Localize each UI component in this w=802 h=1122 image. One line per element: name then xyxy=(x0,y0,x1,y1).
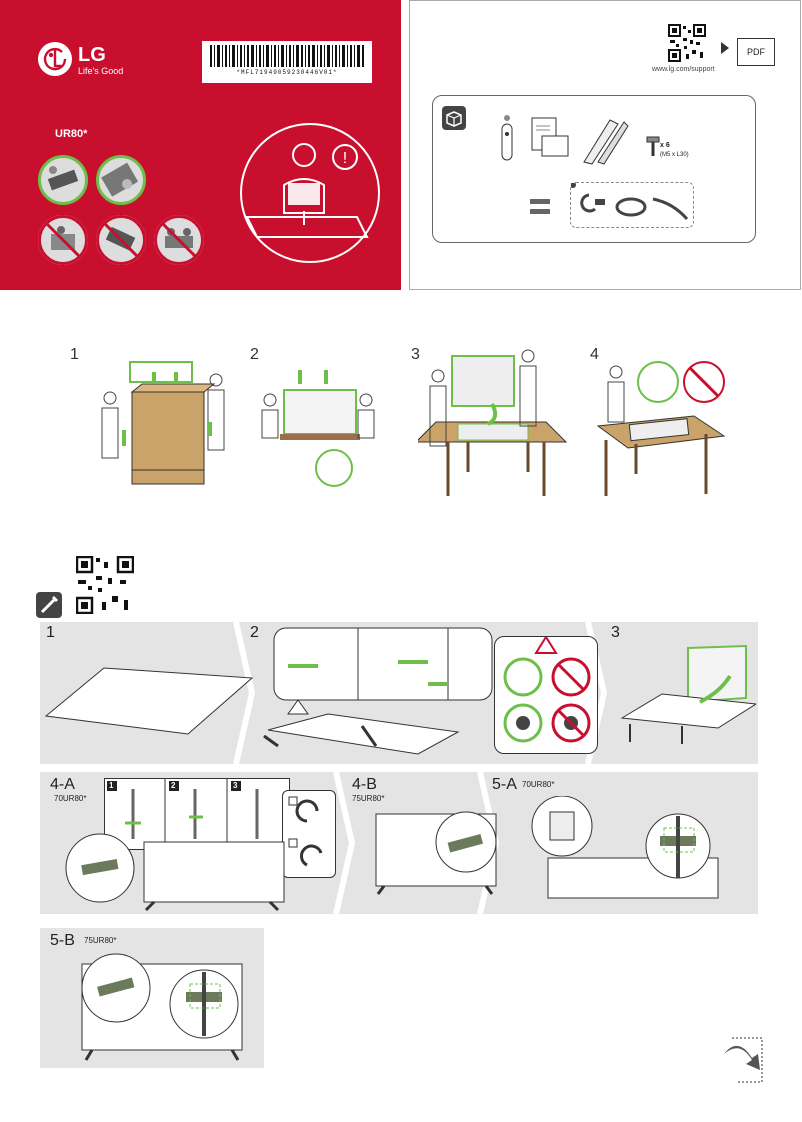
unpack-step-4-illustration xyxy=(596,360,726,505)
box-contents-icon xyxy=(442,106,466,130)
optional-accessories-box xyxy=(570,182,694,228)
assembly-step-1-label: 1 xyxy=(46,624,55,641)
assembly-step-2-stand-attach xyxy=(258,626,498,761)
assembly-step-4a-illustration xyxy=(64,832,294,917)
barcode: *MFL71949059230446V01* xyxy=(202,41,372,83)
assembly-step-3-label: 3 xyxy=(611,624,620,641)
barcode-bars xyxy=(210,45,364,67)
assembly-step-5a-illustration xyxy=(528,795,728,913)
cable-holder-icon xyxy=(528,196,552,223)
remote-control-icon xyxy=(498,114,516,171)
lg-logo-icon xyxy=(38,42,72,76)
assembly-step-5a-label: 5-A xyxy=(492,776,517,793)
contents-panel xyxy=(409,0,801,290)
assembly-step-4a-model: 70UR80* xyxy=(54,794,87,803)
assembly-step-4a-label: 4-A xyxy=(50,776,75,793)
assembly-step-5b-illustration xyxy=(62,952,252,1069)
model-name: UR80* xyxy=(55,128,88,140)
assembly-step-4b-illustration xyxy=(374,808,504,903)
screw-spec: (M5 x L30) xyxy=(660,152,689,158)
assembly-step-4b-label: 4-B xyxy=(352,776,377,793)
stand-legs-icon xyxy=(580,116,630,171)
unpack-caution-illustration: ! xyxy=(240,123,380,263)
detail-marker-2: 2 xyxy=(171,781,176,790)
assembly-step-2-caution-box xyxy=(494,635,598,754)
detail-marker-3: 3 xyxy=(233,781,238,790)
page-turn-icon xyxy=(720,1034,764,1089)
unpack-step-2-number: 2 xyxy=(250,346,259,363)
handle-wrong-icon-1 xyxy=(38,215,88,265)
assembly-step-1-tv-facedown xyxy=(44,666,254,743)
detail-marker-1: 1 xyxy=(109,781,114,790)
unpack-step-3-number: 3 xyxy=(411,346,420,363)
cleaning-tools-icon xyxy=(36,592,62,618)
unpack-step-1-illustration xyxy=(92,350,242,505)
svg-text:!: ! xyxy=(343,150,347,167)
unpack-step-1-number: 1 xyxy=(70,346,79,363)
unpack-step-4-number: 4 xyxy=(590,346,599,363)
handle-correct-icon-1 xyxy=(38,155,88,205)
brand-name: LG xyxy=(78,44,106,66)
package-contents-box xyxy=(432,95,756,243)
handle-wrong-icon-3 xyxy=(154,215,204,265)
assembly-qr-code-icon xyxy=(75,555,135,619)
assembly-step-4a-detail-box: 1 2 3 xyxy=(104,778,290,850)
barcode-number: *MFL71949059230446V01* xyxy=(236,69,338,76)
brand-slogan: Life's Good xyxy=(78,66,124,76)
qr-code-icon xyxy=(668,24,706,62)
arrow-right-icon xyxy=(720,41,730,60)
assembly-step-5b-model: 75UR80* xyxy=(84,936,117,945)
handle-wrong-icon-2 xyxy=(96,215,146,265)
assembly-step-5a-model: 70UR80* xyxy=(522,780,555,789)
support-url: www.lg.com/support xyxy=(652,66,715,73)
assembly-step-3-tv-upright xyxy=(620,642,758,751)
pdf-manual-icon: PDF xyxy=(737,38,775,66)
cable-clip-lock-box xyxy=(282,790,336,878)
screw-icon xyxy=(646,136,660,163)
assembly-step-2-label: 2 xyxy=(250,624,259,641)
assembly-step-4b-model: 75UR80* xyxy=(352,794,385,803)
unpack-step-3-illustration xyxy=(414,346,568,501)
manual-booklet-icon xyxy=(530,116,570,165)
unpack-step-2-illustration xyxy=(256,360,386,495)
assembly-step-5b-label: 5-B xyxy=(50,932,75,949)
handle-correct-icon-2 xyxy=(96,155,146,205)
screw-count: x 6 xyxy=(660,142,670,149)
